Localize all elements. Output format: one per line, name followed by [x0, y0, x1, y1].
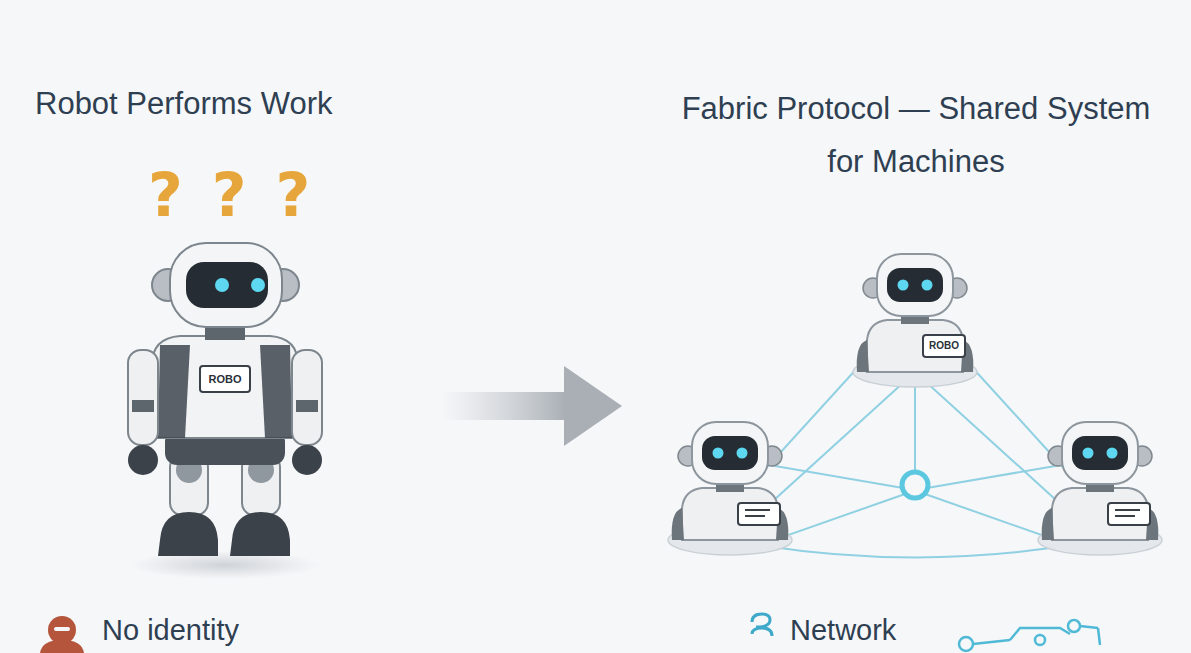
status-label: Network [790, 614, 896, 647]
panel-heading: Fabric Protocol — Shared System for Mach… [616, 82, 1191, 188]
question-marks: ? ? ? [148, 160, 314, 230]
badge-text: ROBO [923, 335, 965, 357]
badge-text: ROBO [200, 366, 250, 392]
panel-heading: Robot Performs Work [35, 86, 332, 122]
status-label: No identity [102, 614, 239, 647]
